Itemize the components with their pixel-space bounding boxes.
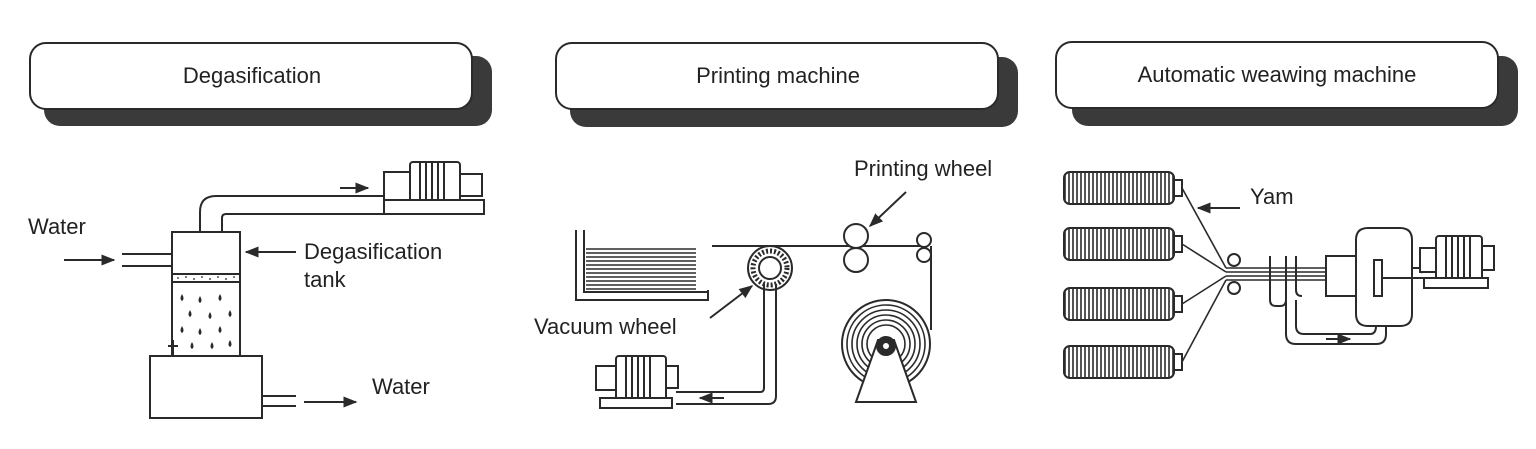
suction-pipe — [199, 195, 384, 232]
reservoir — [149, 355, 263, 419]
label-vacuum-wheel: Vacuum wheel — [534, 314, 677, 339]
label-water-out: Water — [372, 374, 430, 399]
vacuum-pipe — [676, 284, 777, 405]
u-guide — [1269, 256, 1303, 307]
header-box — [1055, 41, 1499, 109]
label-printing-wheel: Printing wheel — [854, 156, 992, 181]
yarn-bobbin — [1063, 345, 1183, 379]
loom-body — [1325, 227, 1430, 327]
guide-rollers — [916, 232, 932, 263]
pump-icon — [383, 161, 485, 215]
yarn-threads — [1181, 187, 1330, 363]
header-weaving-machine: Automatic weawing machine — [1055, 41, 1518, 126]
header-title: Printing machine — [696, 63, 860, 88]
guide-rollers — [1227, 253, 1241, 295]
water-drops — [180, 294, 232, 349]
yarn-bobbin — [1063, 227, 1183, 261]
header-box — [29, 42, 473, 110]
header-degasification: Degasification — [29, 42, 492, 126]
header-title: Automatic weawing machine — [1138, 62, 1417, 87]
panel-weaving-machine: Automatic weawing machine — [1055, 41, 1518, 379]
vacuum-wheel-pointer — [709, 285, 754, 319]
degasification-tank — [171, 231, 241, 357]
label-tank-line1: Degasification — [304, 239, 442, 264]
yarn-bobbin — [1063, 171, 1183, 205]
label-tank-line2: tank — [304, 267, 347, 292]
printing-wheel-pointer — [868, 191, 907, 227]
pump-icon — [1419, 235, 1495, 289]
printing-wheels — [843, 223, 869, 273]
reel-stand — [854, 336, 918, 403]
tank-valve — [168, 340, 178, 356]
return-pipe — [1285, 300, 1387, 345]
foam-dots — [177, 276, 235, 280]
pump-icon — [595, 355, 679, 409]
label-yarn: Yam — [1250, 184, 1294, 209]
header-box — [555, 42, 999, 110]
outlet-pipe — [262, 395, 296, 407]
yarn-bobbin — [1063, 287, 1183, 321]
vacuum-wheel — [747, 245, 793, 291]
panel-printing-machine: Printing machine — [534, 42, 1018, 409]
inlet-pipe — [122, 253, 172, 267]
header-printing-machine: Printing machine — [555, 42, 1018, 127]
header-title: Degasification — [183, 63, 321, 88]
label-water-in: Water — [28, 214, 86, 239]
panel-degasification: Degasification — [28, 42, 492, 419]
paper-tray — [575, 230, 709, 301]
